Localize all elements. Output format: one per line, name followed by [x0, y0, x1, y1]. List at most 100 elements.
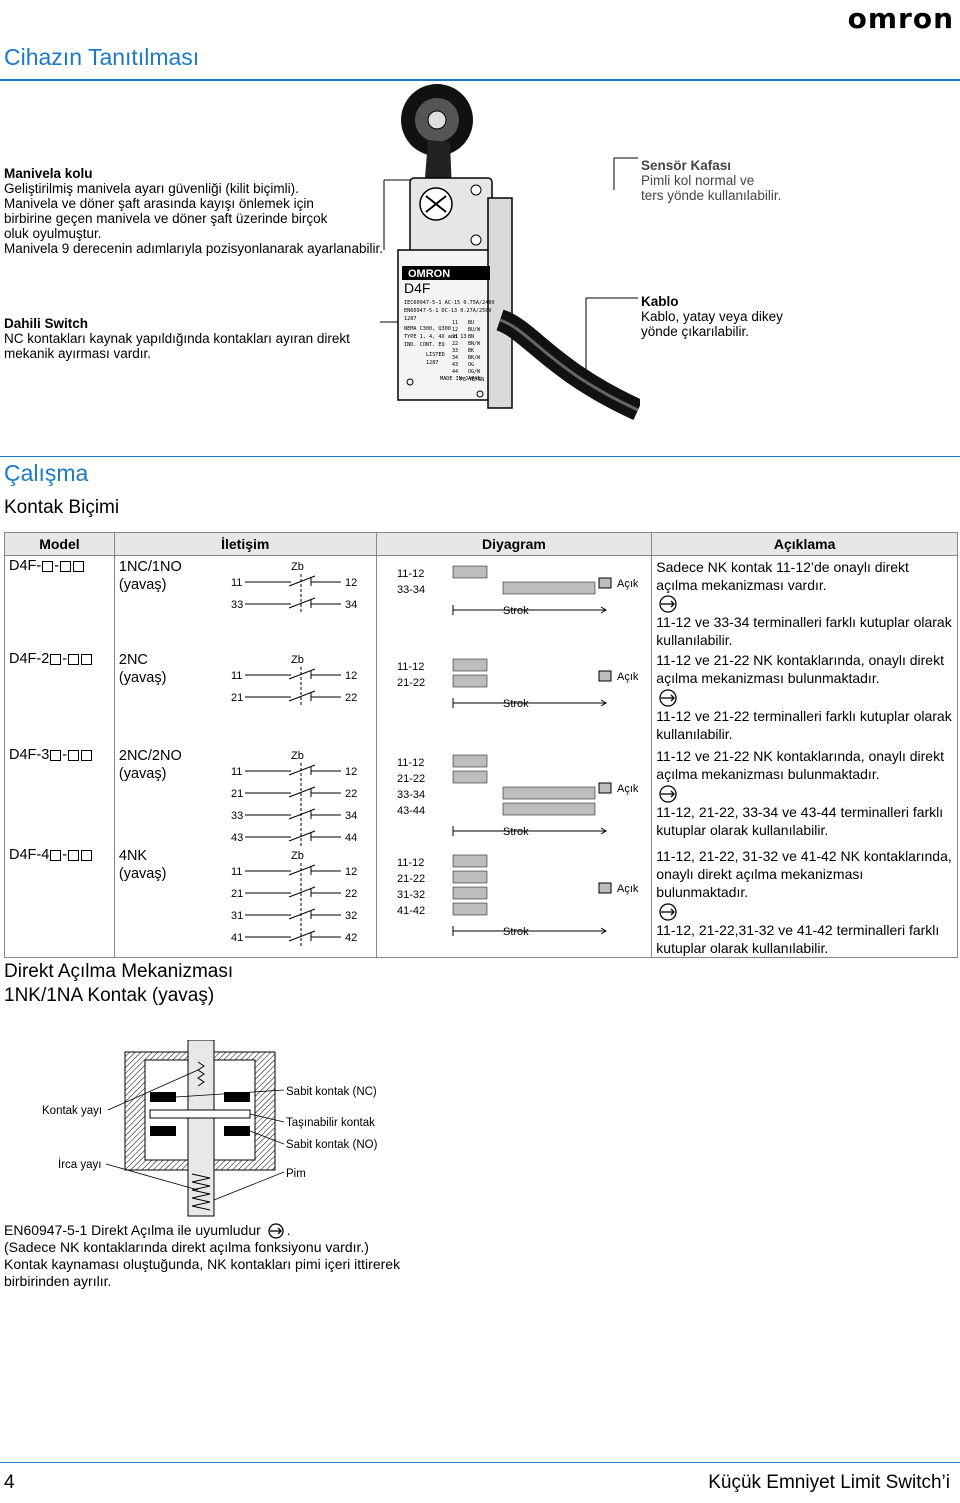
- terminal-number: 44: [345, 832, 357, 844]
- description-text: 11-12 ve 21-22 NK kontaklarında, onaylı …: [656, 652, 944, 687]
- diagram-label: 21-22: [397, 677, 425, 689]
- terminal-number: 12: [345, 866, 357, 878]
- description-text: 11-12, 21-22, 33-34 ve 43-44 terminaller…: [656, 803, 944, 838]
- terminal-number: 11: [231, 577, 242, 589]
- acik-legend: Açık: [617, 883, 639, 895]
- direct-opening-icon: [268, 1223, 284, 1239]
- terminal-number: 22: [345, 788, 357, 800]
- model-separator: -: [62, 747, 68, 764]
- diagram-label: 11-12: [397, 568, 424, 580]
- contact-speed: (yavaş): [118, 577, 167, 593]
- terminal-label: 44: [452, 369, 458, 375]
- device-label-line: NEMA C300, Q300: [404, 326, 451, 332]
- section-divider: [0, 456, 960, 457]
- placeholder-box: [50, 749, 62, 761]
- device-label-line: EN60947-5-1 DC-13 0.27A/250V: [404, 308, 491, 314]
- compliance-line1-end: .: [286, 1222, 291, 1238]
- sensor-line: ters yönde kullanılabilir.: [641, 188, 782, 203]
- sensor-title: Sensör Kafası: [641, 158, 732, 173]
- omron-logo: omron: [847, 2, 954, 35]
- terminal-number: 31: [231, 910, 243, 922]
- description-cell: 11-12, 21-22, 31-32 ve 41-42 NK kontakla…: [651, 845, 958, 959]
- mechanism-title: Direkt Açılma Mekanizması 1NK/1NA Kontak…: [4, 960, 233, 1008]
- terminal-number: 32: [345, 910, 357, 922]
- terminal-label: 21: [452, 334, 458, 340]
- sensor-line: Pimli kol normal ve: [641, 173, 755, 188]
- terminal-number: 22: [345, 692, 357, 704]
- lever-line: birbirine geçen manivela ve döner şaft ü…: [4, 211, 328, 226]
- title-divider: [0, 79, 960, 81]
- placeholder-box: [50, 653, 62, 665]
- description-text: 11-12 ve 21-22 NK kontaklarında, onaylı …: [656, 748, 944, 783]
- wire-label: OG/W: [468, 369, 481, 375]
- diagram-label: 11-12: [397, 857, 424, 869]
- section-title-calisma: Çalışma: [4, 460, 89, 486]
- wire-label: OG: [468, 362, 474, 368]
- switch-line: mekanik ayırması vardır.: [4, 346, 152, 361]
- header-diagram: Diyagram: [375, 532, 653, 556]
- terminal-number: 22: [345, 888, 357, 900]
- wire-label: BK/W: [468, 355, 481, 361]
- limit-switch-illustration: OMRON D4F IEC60947-5-1 AC-15 0.75A/240V …: [380, 84, 640, 420]
- footer-divider: [0, 1462, 960, 1463]
- placeholder-box: [60, 560, 72, 572]
- terminal-number: 34: [345, 599, 357, 611]
- contact-type: 4NK: [118, 848, 148, 865]
- terminal-label: 43: [452, 362, 458, 368]
- compliance-line1: EN60947-5-1 Direkt Açılma ile uyumludur: [4, 1222, 261, 1238]
- zb-label: Zb: [291, 750, 304, 762]
- direct-opening-icon: [659, 902, 677, 921]
- device-label-line: 1287: [426, 360, 439, 366]
- wire-label: PE YE/GN: [460, 377, 484, 383]
- diagram-label: 21-22: [397, 873, 425, 885]
- diagram-label: 11-12: [397, 661, 424, 673]
- contact-type: 2NC: [118, 652, 148, 669]
- placeholder-box: [50, 849, 62, 861]
- device-label-line: IND. CONT. EQ: [404, 342, 445, 348]
- acik-legend: Açık: [617, 578, 639, 590]
- description-text: Sadece NK kontak 11-12’de onaylı direkt …: [656, 559, 909, 593]
- lever-line: Geliştirilmiş manivela ayarı güvenliği (…: [4, 181, 299, 196]
- compliance-line4: birbirinden ayrılır.: [4, 1273, 112, 1290]
- terminal-number: 11: [231, 670, 242, 682]
- strok-label: Strok: [503, 826, 529, 838]
- lever-line: Manivela ve döner şaft arasında kayışı ö…: [4, 196, 314, 211]
- model-cell: D4F--: [4, 555, 115, 650]
- footer-doc-title: Küçük Emniyet Limit Switch’i: [708, 1472, 950, 1493]
- device-label-line: 1287: [404, 316, 417, 322]
- label-pin: Pim: [286, 1168, 306, 1180]
- lever-annotation: Manivela kolu Geliştirilmiş manivela aya…: [4, 166, 383, 256]
- contact-speed: (yavaş): [118, 766, 167, 783]
- device-label-line: MADE IN JAPAN: [440, 376, 481, 382]
- device-model: D4F: [404, 280, 430, 296]
- mechanism-diagram: Sabit kontak (NC) Kontak yayı Taşınabili…: [42, 1040, 378, 1217]
- diagram-label: 33-34: [397, 789, 425, 801]
- terminal-number: 41: [231, 932, 243, 944]
- wire-label: BN: [468, 334, 474, 340]
- terminal-label: 34: [452, 355, 458, 361]
- zb-label: Zb: [291, 654, 304, 666]
- model-cell: D4F-2-: [4, 649, 115, 746]
- mechanism-title-line2: 1NK/1NA Kontak (yavaş): [4, 985, 215, 1006]
- terminal-label: 11: [452, 320, 458, 326]
- acik-legend: Açık: [617, 671, 639, 683]
- direct-opening-icon: [659, 595, 677, 613]
- strok-label: Strok: [503, 605, 529, 617]
- model-prefix: D4F-2: [9, 651, 50, 668]
- lever-line: Manivela 9 derecenin adımlarıyla pozisyo…: [4, 241, 383, 256]
- placeholder-box: [42, 560, 54, 572]
- terminal-number: 42: [345, 932, 357, 944]
- terminal-label: 22: [452, 341, 458, 347]
- wire-label: BU/W: [468, 327, 481, 333]
- page-title: Cihazın Tanıtılması: [4, 44, 200, 70]
- switch-title: Dahili Switch: [4, 316, 89, 331]
- lever-title: Manivela kolu: [4, 166, 93, 181]
- terminal-number: 34: [345, 810, 357, 822]
